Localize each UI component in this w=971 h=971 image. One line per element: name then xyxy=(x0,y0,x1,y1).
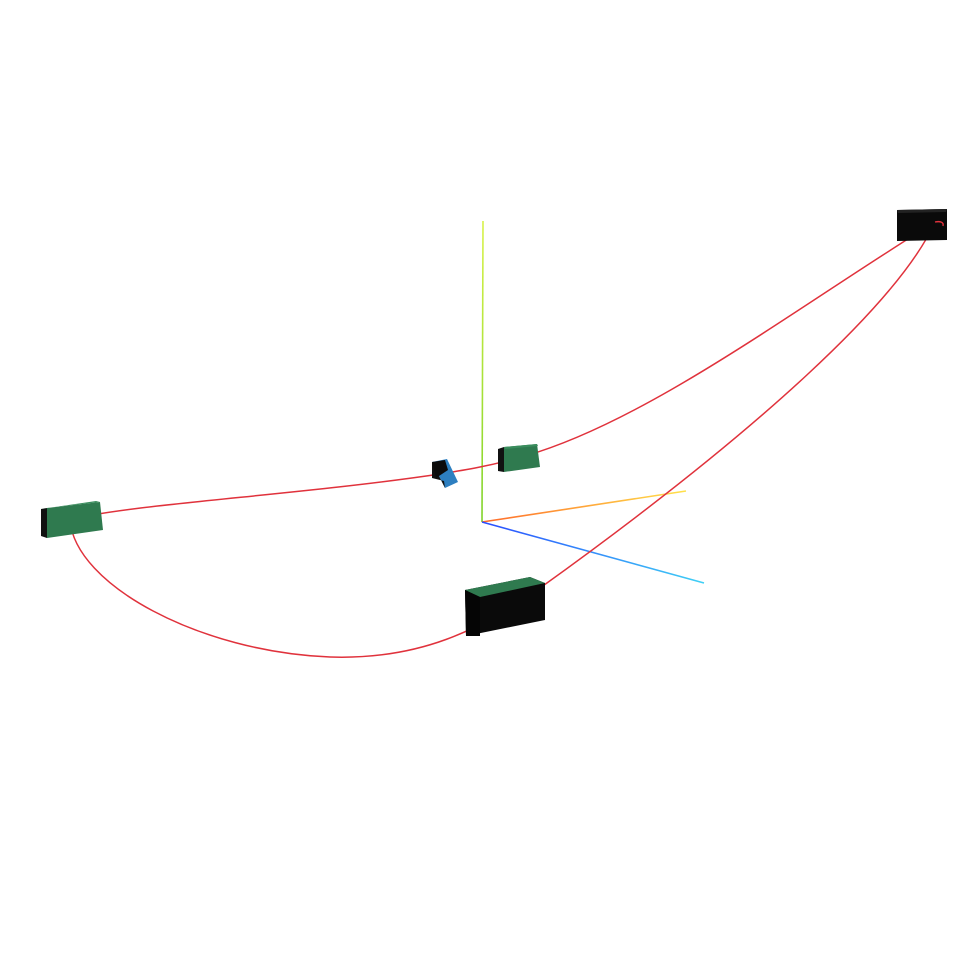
box-center-blue[interactable] xyxy=(432,459,458,488)
x-axis-line xyxy=(481,490,687,523)
box-left[interactable] xyxy=(41,501,103,538)
y-axis-line xyxy=(481,220,484,523)
box-top-right-black[interactable] xyxy=(897,209,947,241)
box-center-green[interactable] xyxy=(498,444,540,472)
axes-helper xyxy=(481,220,705,584)
box-bottom-black[interactable] xyxy=(465,577,545,636)
trajectory-path xyxy=(69,220,937,658)
z-axis-line xyxy=(481,521,705,584)
